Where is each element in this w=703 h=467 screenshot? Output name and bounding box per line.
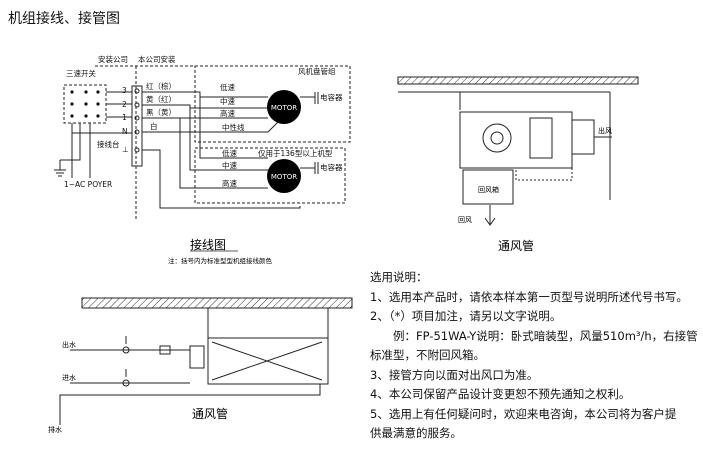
wire-color-4: 白 bbox=[150, 121, 158, 131]
bottom-inlet-water: 进水 bbox=[62, 373, 76, 382]
note-line: 4、本公司保留产品设计变更恕不预先通知之权利。 bbox=[370, 387, 631, 401]
motor-2-label: MOTOR bbox=[271, 173, 297, 181]
capacitor-2: 电容器 bbox=[320, 162, 343, 172]
top-duct-return-box: 回风箱 bbox=[478, 185, 499, 194]
bottom-drain: 排水 bbox=[48, 425, 62, 434]
box-label: 风机盘管组 bbox=[298, 66, 336, 76]
installer-left: 安装公司 bbox=[98, 54, 128, 64]
wire-color-1: 红（棕） bbox=[146, 81, 176, 91]
wiring-note: 注：括号内为标准型型机组接线颜色 bbox=[168, 256, 273, 265]
note-line: 供最满意的服务。 bbox=[370, 426, 462, 440]
selection-notes: 选用说明： 1、选用本产品时，请依本样本第一页型号说明所述代号书写。 2、（*）… bbox=[370, 268, 700, 444]
top-duct-return-air: 回风 bbox=[458, 216, 472, 224]
bottom-duct-caption: 通风管 bbox=[192, 406, 228, 421]
wire-color-2: 黄（红） bbox=[146, 94, 176, 104]
switch-label: 三速开关 bbox=[66, 68, 96, 78]
notes-heading: 选用说明： bbox=[370, 270, 428, 284]
note-line: 2、（*）项目加注，请另以文字说明。 bbox=[370, 309, 562, 323]
fan-high-power-note: 仅用于136型以上机型 bbox=[258, 148, 333, 158]
note-line: 5、选用上有任何疑问时，欢迎来电咨询，本公司将为客户提 bbox=[370, 406, 677, 421]
term-num-1: 3 bbox=[122, 86, 127, 95]
top-duct-caption: 通风管 bbox=[498, 238, 534, 253]
wire-color-3: 黑（黄） bbox=[146, 107, 176, 117]
terminal-label: 接线台 bbox=[97, 139, 120, 149]
power-label: 1~AC POYER bbox=[64, 180, 112, 189]
motor-1-label: MOTOR bbox=[271, 104, 297, 112]
speed-high-2: 高速 bbox=[222, 178, 237, 188]
note-line: 3、接管方向以面对出风口为准。 bbox=[370, 367, 539, 382]
speed-high-1: 高速 bbox=[220, 108, 235, 118]
note-line: 例：FP-51WA-Y说明：卧式暗装型，风量510m³/h，右接管 bbox=[370, 328, 698, 343]
speed-mid-1: 中速 bbox=[220, 96, 235, 106]
top-duct-outlet: 出风 bbox=[598, 126, 612, 135]
page-title: 机组接线、接管图 bbox=[8, 11, 120, 27]
installer-right: 本公司安装 bbox=[138, 54, 176, 64]
note-line: 标准型，不附回风箱。 bbox=[370, 348, 485, 362]
motor-1 bbox=[267, 90, 301, 124]
term-num-2: 2 bbox=[122, 100, 127, 109]
capacitor-1: 电容器 bbox=[320, 92, 343, 102]
term-num-4: N bbox=[122, 127, 128, 136]
motor-2 bbox=[267, 159, 301, 193]
note-line: 1、选用本产品时，请依本样本第一页型号说明所述代号书写。 bbox=[370, 289, 688, 304]
speed-low-1: 低速 bbox=[220, 82, 235, 92]
wiring-caption: 接线图 bbox=[190, 237, 226, 252]
term-num-5: ⊥ bbox=[122, 145, 129, 154]
bottom-outlet-water: 出水 bbox=[62, 340, 76, 349]
speed-mid-2: 中速 bbox=[222, 160, 237, 170]
neutral-label: 中性线 bbox=[222, 122, 245, 132]
term-num-3: 1 bbox=[122, 113, 127, 122]
speed-low-2: 低速 bbox=[222, 148, 237, 158]
